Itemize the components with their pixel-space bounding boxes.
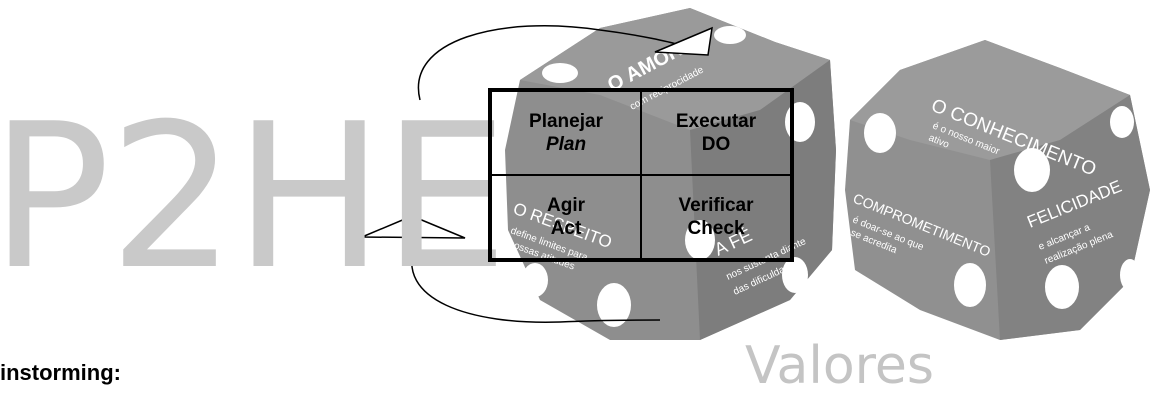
pdca-check-cell: Verificar Check: [641, 175, 791, 259]
top-arrowhead-icon: [654, 26, 713, 56]
valores-caption: Valores: [745, 336, 934, 396]
cycle-arrows: [361, 25, 713, 323]
plan-label: Planejar: [529, 111, 603, 132]
do-label: Executar: [675, 111, 757, 132]
act-sub: Act: [550, 218, 582, 239]
do-sub: DO: [701, 134, 731, 155]
p2he-watermark-logo: P2HE: [0, 81, 509, 314]
pdca-grid: Planejar Plan Executar DO Agir Act Verif…: [488, 88, 794, 262]
top-arc: [417, 25, 681, 101]
act-label: Agir: [547, 195, 585, 216]
check-label: Verificar: [678, 195, 754, 216]
brainstorming-label: instorming:: [0, 360, 121, 385]
plan-sub: Plan: [545, 134, 587, 155]
pdca-act-cell: Agir Act: [491, 175, 641, 259]
check-sub: Check: [687, 218, 745, 239]
pdca-do-cell: Executar DO: [641, 91, 791, 175]
bottom-arc: [411, 244, 661, 323]
right-dice-icon: O CONHECIMENTO é o nosso maior ativo COM…: [845, 40, 1150, 340]
pdca-plan-cell: Planejar Plan: [491, 91, 641, 175]
bottom-arrowhead-icon: [361, 215, 466, 239]
